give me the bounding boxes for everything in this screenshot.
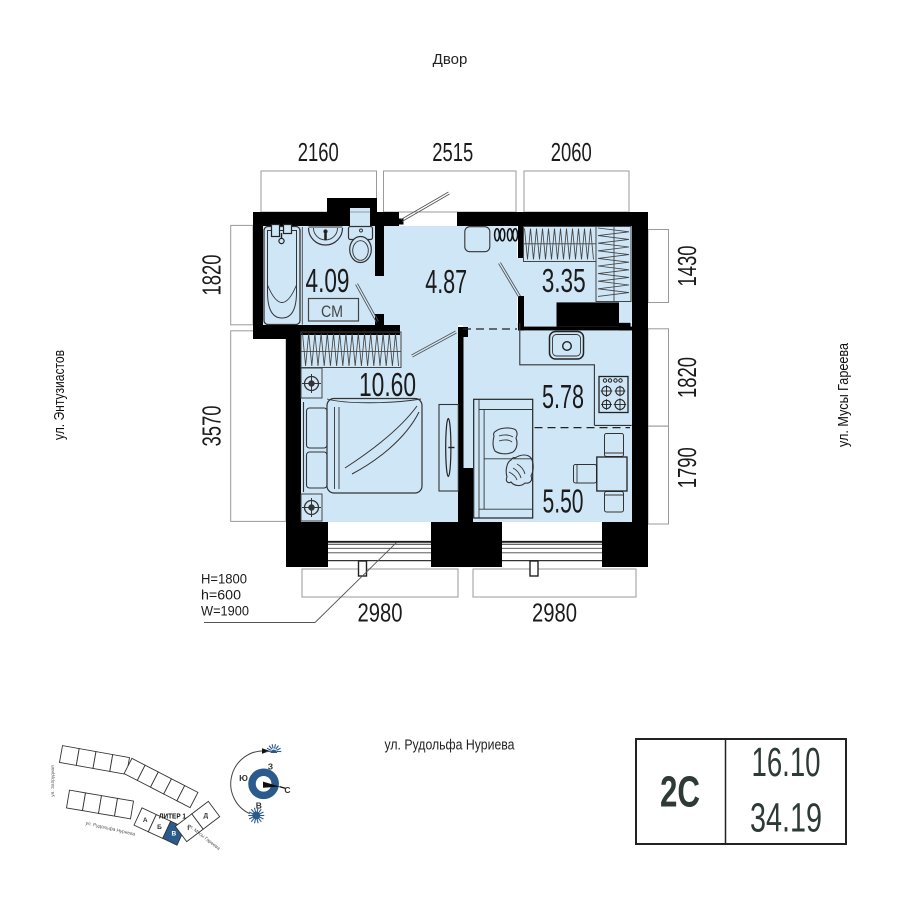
svg-text:ул. Мусы Гареева: ул. Мусы Гареева — [835, 342, 852, 447]
svg-text:С: С — [284, 785, 290, 795]
svg-text:Б: Б — [157, 824, 162, 831]
svg-text:16.10: 16.10 — [752, 739, 821, 785]
svg-text:ул. Энтузиастов: ул. Энтузиастов — [51, 350, 68, 440]
svg-text:4.87: 4.87 — [425, 263, 467, 300]
svg-text:2980: 2980 — [358, 598, 403, 628]
svg-text:h=600: h=600 — [201, 588, 241, 603]
svg-text:2980: 2980 — [532, 598, 577, 628]
svg-text:W=1900: W=1900 — [201, 604, 249, 619]
svg-text:В: В — [171, 831, 176, 838]
svg-text:ЛИТЕР 1: ЛИТЕР 1 — [159, 812, 186, 821]
svg-text:H=1800: H=1800 — [201, 572, 247, 587]
svg-text:2160: 2160 — [298, 137, 339, 167]
svg-text:2060: 2060 — [551, 137, 592, 167]
svg-text:4.09: 4.09 — [306, 262, 350, 299]
svg-text:ул. Рудольфа Нуриева: ул. Рудольфа Нуриева — [385, 737, 516, 754]
svg-text:34.19: 34.19 — [750, 795, 822, 841]
svg-text:Двор: Двор — [433, 51, 468, 68]
svg-text:А: А — [143, 817, 148, 824]
svg-text:Д: Д — [203, 813, 208, 820]
svg-text:5.50: 5.50 — [543, 482, 584, 519]
svg-text:Г: Г — [187, 825, 191, 832]
svg-text:2515: 2515 — [432, 137, 473, 167]
svg-text:3570: 3570 — [197, 406, 227, 447]
svg-text:В: В — [256, 801, 262, 811]
svg-text:ул. Запрудная: ул. Запрудная — [50, 765, 56, 797]
svg-text:3.35: 3.35 — [542, 262, 586, 299]
svg-text:5.78: 5.78 — [542, 378, 584, 415]
svg-text:1430: 1430 — [672, 246, 702, 287]
svg-text:1820: 1820 — [197, 255, 227, 296]
svg-text:1790: 1790 — [672, 447, 702, 488]
svg-text:1820: 1820 — [672, 357, 702, 398]
svg-text:10.60: 10.60 — [359, 366, 416, 403]
svg-text:Ю: Ю — [239, 773, 248, 783]
svg-text:2С: 2С — [660, 768, 700, 817]
svg-text:СМ: СМ — [321, 302, 343, 321]
svg-text:З: З — [268, 762, 273, 772]
